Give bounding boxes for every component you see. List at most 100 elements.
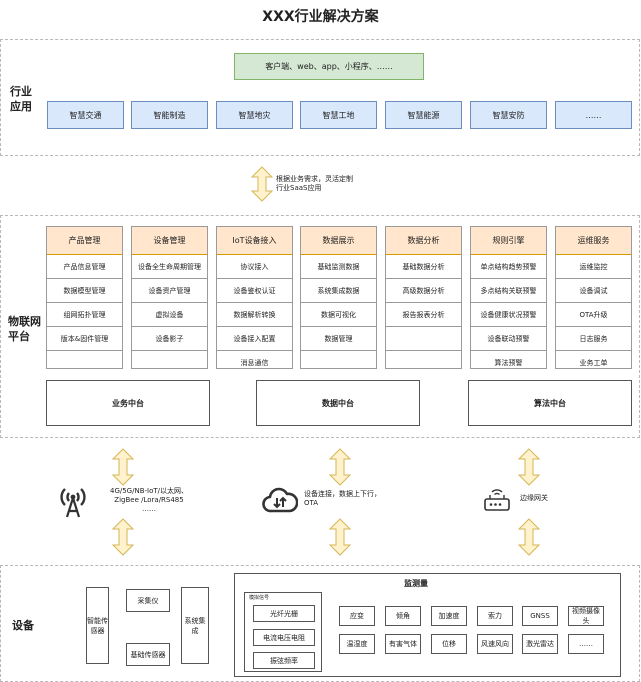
column-header: 设备管理 bbox=[132, 227, 207, 255]
signal-box: 电流电压电阻 bbox=[253, 629, 315, 646]
basic-sensor-box: 基础传感器 bbox=[126, 643, 170, 666]
column-item: 基础数据分析 bbox=[386, 255, 461, 279]
platform-column: 数据展示基础监测数据系统集成数据数据可视化数据管理 bbox=[300, 226, 377, 369]
column-item: 设备资产管理 bbox=[132, 279, 207, 303]
column-item: 系统集成数据 bbox=[301, 279, 376, 303]
column-item: 设备全生命周期管理 bbox=[132, 255, 207, 279]
column-item bbox=[386, 327, 461, 351]
column-item: OTA升级 bbox=[556, 303, 631, 327]
quantity-box: 位移 bbox=[431, 634, 467, 654]
quantity-box: 激光雷达 bbox=[522, 634, 558, 654]
industry-app-box: 智慧安防 bbox=[470, 101, 547, 129]
column-item: 数据可视化 bbox=[301, 303, 376, 327]
column-item bbox=[386, 351, 461, 374]
signal-box: 振弦频率 bbox=[253, 652, 315, 669]
column-item: 产品信息管理 bbox=[47, 255, 122, 279]
quantity-box: 风速风向 bbox=[477, 634, 513, 654]
saas-note-text: 根据业务需求，灵活定制 行业SaaS应用 bbox=[276, 175, 353, 192]
network-protocols-label: 4G/5G/NB-IoT/以太网、 ZigBee /Lora/RS485 …… bbox=[109, 487, 189, 513]
column-item: 多点结构关联预警 bbox=[471, 279, 546, 303]
double-arrow-icon bbox=[517, 518, 541, 556]
analog-signal-panel bbox=[244, 592, 322, 672]
column-item: 数据模型管理 bbox=[47, 279, 122, 303]
double-arrow-icon bbox=[111, 518, 135, 556]
system-integration-box: 系统集 成 bbox=[181, 587, 209, 664]
double-arrow-icon bbox=[328, 448, 352, 486]
column-item: 设备调试 bbox=[556, 279, 631, 303]
column-item: 设备联动预警 bbox=[471, 327, 546, 351]
column-item: 算法预警 bbox=[494, 358, 523, 367]
data-middle-platform: 数据中台 bbox=[256, 380, 420, 426]
cloud-icon bbox=[262, 486, 299, 514]
industry-app-box: 智能制造 bbox=[131, 101, 208, 129]
signal-box: 光纤光栅 bbox=[253, 605, 315, 622]
network-protocols-text: 4G/5G/NB-IoT/以太网、 ZigBee /Lora/RS485 …… bbox=[94, 487, 204, 514]
column-item: 数据管理 bbox=[301, 327, 376, 351]
column-header: 数据展示 bbox=[301, 227, 376, 255]
cloud-description-text: 设备连接，数据上下行， OTA bbox=[304, 490, 381, 507]
double-arrow-icon bbox=[111, 448, 135, 486]
double-arrow-icon bbox=[517, 448, 541, 486]
platform-label-text: 物联网 平台 bbox=[8, 315, 41, 343]
column-item bbox=[132, 351, 207, 374]
smart-sensor-text: 智能传 感器 bbox=[87, 616, 108, 635]
column-item: 业务工单 bbox=[579, 358, 608, 367]
column-item: 日志服务 bbox=[556, 327, 631, 351]
column-item: 单点结构趋势预警 bbox=[471, 255, 546, 279]
quantity-box: 索力 bbox=[477, 606, 513, 626]
column-item bbox=[301, 351, 376, 374]
column-item bbox=[47, 351, 122, 374]
client-box: 客户端、web、app、小程序、…… bbox=[234, 53, 424, 80]
column-header: 规则引擎 bbox=[471, 227, 546, 255]
quantity-box: 视频摄像头 bbox=[568, 606, 604, 626]
column-item: 设备接入配置 bbox=[217, 327, 292, 351]
business-middle-platform: 业务中台 bbox=[46, 380, 210, 426]
double-arrow-icon bbox=[250, 166, 274, 202]
industry-app-box: 智慧地灾 bbox=[216, 101, 293, 129]
quantity-box: 加速度 bbox=[431, 606, 467, 626]
collector-box: 采集仪 bbox=[126, 589, 170, 612]
column-item: 报告报表分析 bbox=[386, 303, 461, 327]
platform-column: 规则引擎单点结构趋势预警多点结构关联预警设备健康状况预警设备联动预警算法预警 bbox=[470, 226, 547, 369]
industry-section bbox=[0, 39, 640, 156]
platform-label: 物联网 平台 bbox=[8, 314, 44, 344]
monitor-title: 监测量 bbox=[404, 579, 428, 588]
column-header: 产品管理 bbox=[47, 227, 122, 255]
page-title: XXX行业解决方案 bbox=[262, 9, 379, 25]
platform-section bbox=[0, 215, 640, 438]
column-item: 设备健康状况预警 bbox=[471, 303, 546, 327]
industry-label-text: 行业 应用 bbox=[10, 85, 32, 113]
column-item: 组网拓扑管理 bbox=[47, 303, 122, 327]
industry-app-box: …… bbox=[555, 101, 632, 129]
column-item: 消息通信 bbox=[240, 358, 269, 367]
column-item: 高级数据分析 bbox=[386, 279, 461, 303]
quantity-box: 应变 bbox=[339, 606, 375, 626]
platform-column: 数据分析基础数据分析高级数据分析报告报表分析 bbox=[385, 226, 462, 369]
column-item: 设备影子 bbox=[132, 327, 207, 351]
column-item: 协议接入 bbox=[217, 255, 292, 279]
analog-signal-title: 模拟信号 bbox=[249, 595, 270, 601]
platform-column: IoT设备接入协议接入设备鉴权认证数据解析转换设备接入配置消息通信 bbox=[216, 226, 293, 369]
cloud-description: 设备连接，数据上下行， OTA bbox=[304, 490, 414, 508]
saas-note: 根据业务需求，灵活定制 行业SaaS应用 bbox=[276, 175, 396, 193]
monitor-panel bbox=[234, 573, 621, 677]
system-integration-text: 系统集 成 bbox=[184, 616, 206, 635]
industry-app-box: 智慧交通 bbox=[47, 101, 124, 129]
smart-sensor-box: 智能传 感器 bbox=[86, 587, 109, 664]
quantity-box: …… bbox=[568, 634, 604, 654]
platform-column: 设备管理设备全生命周期管理设备资产管理虚拟设备设备影子 bbox=[131, 226, 208, 369]
column-header: 数据分析 bbox=[386, 227, 461, 255]
column-header: IoT设备接入 bbox=[217, 227, 292, 255]
column-item: 版本&固件管理 bbox=[47, 327, 122, 351]
column-header: 运维服务 bbox=[556, 227, 631, 255]
column-item: 运维监控 bbox=[556, 255, 631, 279]
quantity-box: 有害气体 bbox=[385, 634, 421, 654]
quantity-box: GNSS bbox=[522, 606, 558, 626]
industry-app-box: 智慧能源 bbox=[385, 101, 462, 129]
signal-tower-icon bbox=[58, 484, 88, 518]
devices-label: 设备 bbox=[12, 619, 34, 632]
double-arrow-icon bbox=[328, 518, 352, 556]
gateway-router-icon bbox=[482, 484, 512, 514]
column-item: 虚拟设备 bbox=[132, 303, 207, 327]
